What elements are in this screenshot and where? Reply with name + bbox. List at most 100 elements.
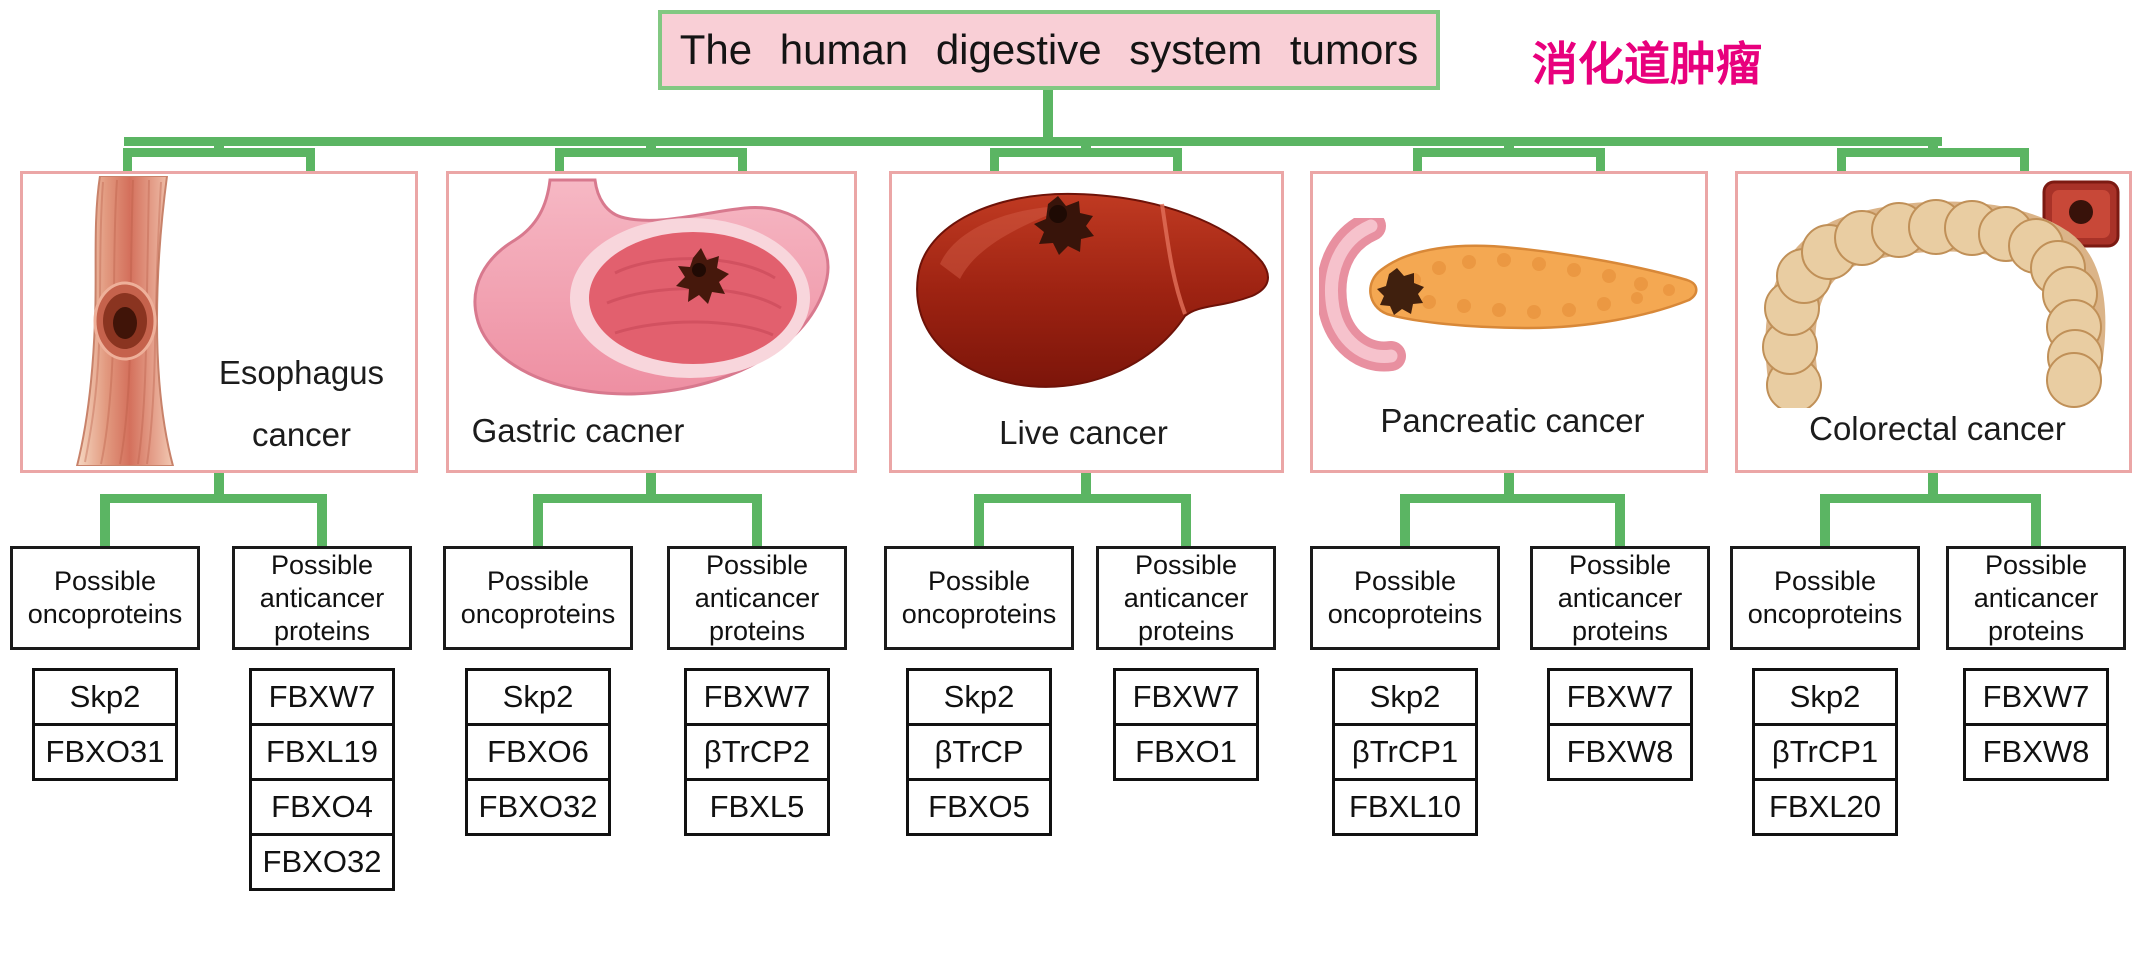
connector-line [1043, 86, 1053, 142]
connector-line [1820, 494, 1830, 548]
connector-line [1820, 494, 2041, 503]
title-box: The human digestive system tumors [658, 10, 1440, 90]
protein-box: FBXL5 [684, 778, 830, 836]
connector-line [1928, 140, 1938, 154]
oncoproteins-header-box: Possible oncoproteins [884, 546, 1074, 650]
protein-box: FBXW7 [1547, 668, 1693, 726]
oncoproteins-header-box: Possible oncoproteins [443, 546, 633, 650]
connector-line [1400, 494, 1625, 503]
liver-illustration [916, 192, 1269, 388]
protein-box: FBXO32 [465, 778, 611, 836]
connector-line [646, 140, 656, 154]
panel-pancreatic-cancer: Pancreatic cancer [1310, 171, 1708, 473]
anticancer-header-box: Possible anticancer proteins [1946, 546, 2126, 650]
protein-box: FBXW7 [684, 668, 830, 726]
connector-line [2020, 148, 2029, 174]
protein-box: FBXW8 [1963, 723, 2109, 781]
connector-line [306, 148, 315, 174]
organ-label: Pancreatic cancer [1380, 402, 1645, 439]
protein-box: βTrCP1 [1332, 723, 1478, 781]
connector-line [646, 469, 656, 500]
connector-line [100, 494, 110, 548]
protein-box: FBXW8 [1547, 723, 1693, 781]
title-text: The human digestive system tumors [679, 26, 1419, 73]
connector-line [555, 148, 564, 174]
protein-box: FBXO32 [249, 833, 395, 891]
organ-label: Gastric cacner [471, 412, 685, 449]
connector-line [100, 494, 327, 503]
panel-liver-cancer: Live cancer [889, 171, 1284, 473]
protein-box: FBXO6 [465, 723, 611, 781]
connector-line [533, 494, 762, 503]
pancreas-illustration [1319, 218, 1698, 372]
connector-line [1173, 148, 1182, 174]
anticancer-header-box: Possible anticancer proteins [1530, 546, 1710, 650]
connector-line [123, 148, 132, 174]
protein-box: Skp2 [32, 668, 178, 726]
title-chinese: 消化道肿瘤 [1532, 38, 1762, 90]
organ-label: Esophagus cancer [218, 354, 385, 453]
oncoproteins-header-box: Possible oncoproteins [1730, 546, 1920, 650]
connector-line [124, 137, 1942, 146]
connector-line [214, 140, 224, 154]
connector-line [990, 148, 1182, 157]
protein-box: FBXW7 [1113, 668, 1259, 726]
connector-line [1400, 494, 1410, 548]
anticancer-header-box: Possible anticancer proteins [232, 546, 412, 650]
connector-line [1928, 469, 1938, 500]
protein-box: Skp2 [906, 668, 1052, 726]
protein-box: Skp2 [1752, 668, 1898, 726]
connector-line [1081, 140, 1091, 154]
protein-box: FBXL20 [1752, 778, 1898, 836]
connector-line [214, 469, 224, 500]
protein-box: FBXW7 [1963, 668, 2109, 726]
protein-box: βTrCP2 [684, 723, 830, 781]
organ-label: Live cancer [999, 414, 1168, 451]
connector-line [1413, 148, 1605, 157]
protein-box: FBXO1 [1113, 723, 1259, 781]
colon-illustration [1762, 180, 2120, 408]
protein-box: FBXO4 [249, 778, 395, 836]
anticancer-header-box: Possible anticancer proteins [1096, 546, 1276, 650]
connector-line [1837, 148, 2029, 157]
connector-line [1596, 148, 1605, 174]
protein-box: Skp2 [465, 668, 611, 726]
stomach-illustration [473, 178, 830, 396]
protein-box: FBXW7 [249, 668, 395, 726]
connector-line [990, 148, 999, 174]
protein-box: FBXO5 [906, 778, 1052, 836]
protein-box: FBXO31 [32, 723, 178, 781]
protein-box: Skp2 [1332, 668, 1478, 726]
protein-box: FBXL19 [249, 723, 395, 781]
organ-label: Colorectal cancer [1809, 410, 2066, 447]
connector-line [533, 494, 543, 548]
panel-colorectal-cancer: Colorectal cancer [1735, 171, 2132, 473]
connector-line [752, 494, 762, 548]
connector-line [1504, 140, 1514, 154]
connector-line [317, 494, 327, 548]
connector-line [1413, 148, 1422, 174]
connector-line [1615, 494, 1625, 548]
panel-gastric-cancer: Gastric cacner [446, 171, 857, 473]
connector-line [974, 494, 1191, 503]
anticancer-header-box: Possible anticancer proteins [667, 546, 847, 650]
connector-line [1504, 469, 1514, 500]
connector-line [1837, 148, 1846, 174]
protein-box: βTrCP [906, 723, 1052, 781]
connector-line [974, 494, 984, 548]
protein-box: FBXL10 [1332, 778, 1478, 836]
oncoproteins-header-box: Possible oncoproteins [1310, 546, 1500, 650]
connector-line [738, 148, 747, 174]
esophagus-illustration [75, 176, 175, 466]
connector-line [1181, 494, 1191, 548]
